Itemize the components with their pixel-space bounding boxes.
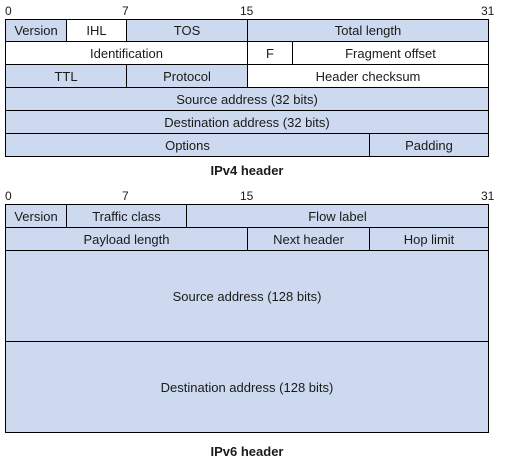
ipv4-bit-0: 0 [5, 4, 12, 18]
ipv6-destination-address-field: Destination address (128 bits) [5, 341, 489, 433]
ipv4-source-address-field: Source address (32 bits) [5, 87, 489, 111]
ipv6-bit-7: 7 [122, 189, 129, 203]
ipv4-destination-address-field: Destination address (32 bits) [5, 110, 489, 134]
ipv4-version-field: Version [5, 19, 67, 42]
ipv6-version-field: Version [5, 204, 67, 228]
ipv4-header-checksum-field: Header checksum [247, 64, 489, 88]
ipv4-tos-field: TOS [126, 19, 248, 42]
ipv4-bit-31: 31 [481, 4, 495, 18]
ipv4-ttl-field: TTL [5, 64, 127, 88]
ipv4-total-length-field: Total length [247, 19, 489, 42]
ipv6-caption: IPv6 header [210, 444, 284, 459]
ipv6-payload-length-field: Payload length [5, 227, 248, 251]
ipv4-fragment-offset-field: Fragment offset [292, 41, 489, 65]
ipv4-options-field: Options [5, 133, 370, 157]
ipv6-bit-31: 31 [481, 189, 495, 203]
ipv4-bit-7: 7 [122, 4, 129, 18]
ipv6-hop-limit-field: Hop limit [369, 227, 489, 251]
ipv4-identification-field: Identification [5, 41, 248, 65]
ipv6-flow-label-field: Flow label [186, 204, 489, 228]
ipv4-ihl-field: IHL [66, 19, 127, 42]
ipv4-flags-field: F [247, 41, 293, 65]
ipv6-bit-0: 0 [5, 189, 12, 203]
ipv6-source-address-field: Source address (128 bits) [5, 250, 489, 342]
ipv6-bit-15: 15 [240, 189, 254, 203]
ipv4-padding-field: Padding [369, 133, 489, 157]
ipv6-next-header-field: Next header [247, 227, 370, 251]
ipv6-traffic-class-field: Traffic class [66, 204, 187, 228]
ipv4-caption: IPv4 header [210, 163, 284, 178]
ipv4-bit-15: 15 [240, 4, 254, 18]
ipv4-protocol-field: Protocol [126, 64, 248, 88]
